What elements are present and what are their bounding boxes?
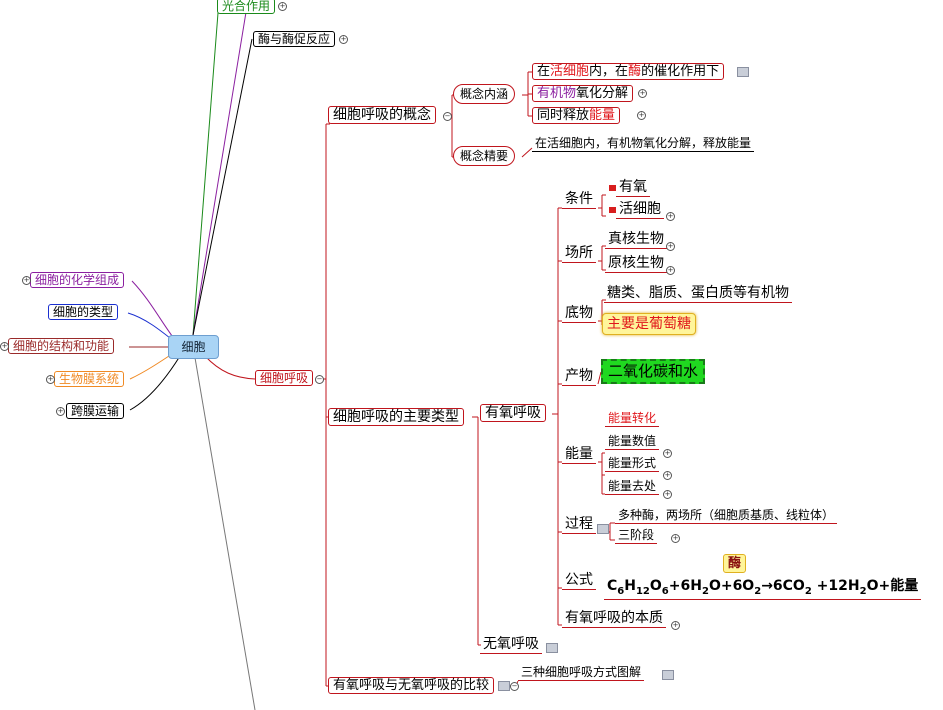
expand-toggle[interactable]: +: [0, 342, 9, 351]
expand-toggle[interactable]: +: [638, 89, 647, 98]
memo-icon[interactable]: [597, 524, 609, 534]
product-label[interactable]: 产物: [562, 368, 596, 386]
energy-destination: 能量去处: [605, 479, 660, 495]
three-respiration-diagram[interactable]: 三种细胞呼吸方式图解: [518, 665, 645, 681]
aerobic-respiration-node[interactable]: 有氧呼吸: [480, 404, 546, 422]
expand-toggle[interactable]: +: [663, 490, 672, 499]
anaerobic-respiration-node[interactable]: 无氧呼吸: [480, 636, 542, 654]
expand-toggle[interactable]: +: [46, 375, 55, 384]
formula-label[interactable]: 公式: [562, 572, 596, 590]
concept-connotation-node[interactable]: 概念内涵: [453, 84, 516, 104]
energy-value: 能量数值: [605, 434, 660, 450]
process-label[interactable]: 过程: [562, 516, 596, 534]
place-eukaryote: 真核生物: [605, 231, 667, 249]
condition-label[interactable]: 条件: [562, 191, 596, 209]
process-three-stages: 三阶段: [615, 528, 658, 544]
cell-respiration-node[interactable]: 细胞呼吸: [255, 370, 314, 386]
center-node[interactable]: 细胞: [168, 335, 219, 359]
enzyme-reaction-node[interactable]: 酶与酶促反应: [253, 31, 336, 47]
respiration-types-node[interactable]: 细胞呼吸的主要类型: [328, 408, 464, 426]
substrate-organics: 糖类、脂质、蛋白质等有机物: [604, 285, 792, 303]
energy-label[interactable]: 能量: [562, 446, 596, 464]
collapse-toggle[interactable]: −: [510, 682, 519, 691]
memo-icon[interactable]: [662, 670, 674, 680]
expand-toggle[interactable]: +: [637, 111, 646, 120]
condition-living-cell: 活细胞: [616, 201, 664, 219]
aerobic-essence[interactable]: 有氧呼吸的本质: [562, 610, 666, 628]
place-prokaryote: 原核生物: [605, 255, 667, 273]
left-branch-structure[interactable]: 细胞的结构和功能: [8, 338, 115, 354]
expand-toggle[interactable]: +: [663, 449, 672, 458]
place-label[interactable]: 场所: [562, 245, 596, 263]
formula-enzyme-callout: 酶: [723, 554, 747, 573]
substrate-label[interactable]: 底物: [562, 305, 596, 323]
left-branch-membrane-system[interactable]: 生物膜系统: [54, 371, 125, 387]
collapse-toggle[interactable]: −: [443, 112, 452, 121]
respiration-equation: C6H12O6+6H2O+6O2→6CO2 +12H2O+能量: [604, 578, 922, 600]
concept-line-1: 在活细胞内，在酶的催化作用下: [532, 63, 725, 80]
collapse-toggle[interactable]: −: [315, 375, 324, 384]
photosynthesis-node[interactable]: 光合作用: [217, 0, 276, 14]
flag-icon: [609, 207, 616, 213]
expand-toggle[interactable]: +: [671, 534, 680, 543]
expand-toggle[interactable]: +: [22, 276, 31, 285]
flag-icon: [609, 185, 616, 191]
memo-icon[interactable]: [546, 643, 558, 653]
left-branch-cell-types[interactable]: 细胞的类型: [48, 304, 119, 320]
memo-icon[interactable]: [498, 681, 510, 691]
product-co2-water: 二氧化碳和水: [601, 359, 706, 384]
concept-essence-text: 在活细胞内，有机物氧化分解，释放能量: [532, 136, 755, 152]
condition-oxygen: 有氧: [616, 179, 650, 197]
concept-line-3: 同时释放能量: [532, 107, 621, 124]
expand-toggle[interactable]: +: [671, 621, 680, 630]
expand-toggle[interactable]: +: [666, 212, 675, 221]
energy-conversion: 能量转化: [605, 411, 660, 427]
concept-essence-node[interactable]: 概念精要: [453, 146, 516, 166]
expand-toggle[interactable]: +: [666, 242, 675, 251]
expand-toggle[interactable]: +: [339, 35, 348, 44]
expand-toggle[interactable]: +: [663, 471, 672, 480]
memo-icon[interactable]: [737, 67, 749, 77]
compare-node[interactable]: 有氧呼吸与无氧呼吸的比较: [328, 677, 495, 694]
energy-form: 能量形式: [605, 456, 660, 472]
respiration-concept-node[interactable]: 细胞呼吸的概念: [328, 106, 436, 124]
expand-toggle[interactable]: +: [278, 2, 287, 11]
process-enzymes-sites: 多种酶，两场所（细胞质基质、线粒体）: [615, 508, 838, 524]
expand-toggle[interactable]: +: [666, 266, 675, 275]
left-branch-chemistry[interactable]: 细胞的化学组成: [30, 272, 125, 288]
substrate-glucose: 主要是葡萄糖: [602, 313, 696, 335]
expand-toggle[interactable]: +: [56, 407, 65, 416]
concept-line-2: 有机物氧化分解: [532, 85, 634, 102]
left-branch-transport[interactable]: 跨膜运输: [66, 403, 125, 419]
